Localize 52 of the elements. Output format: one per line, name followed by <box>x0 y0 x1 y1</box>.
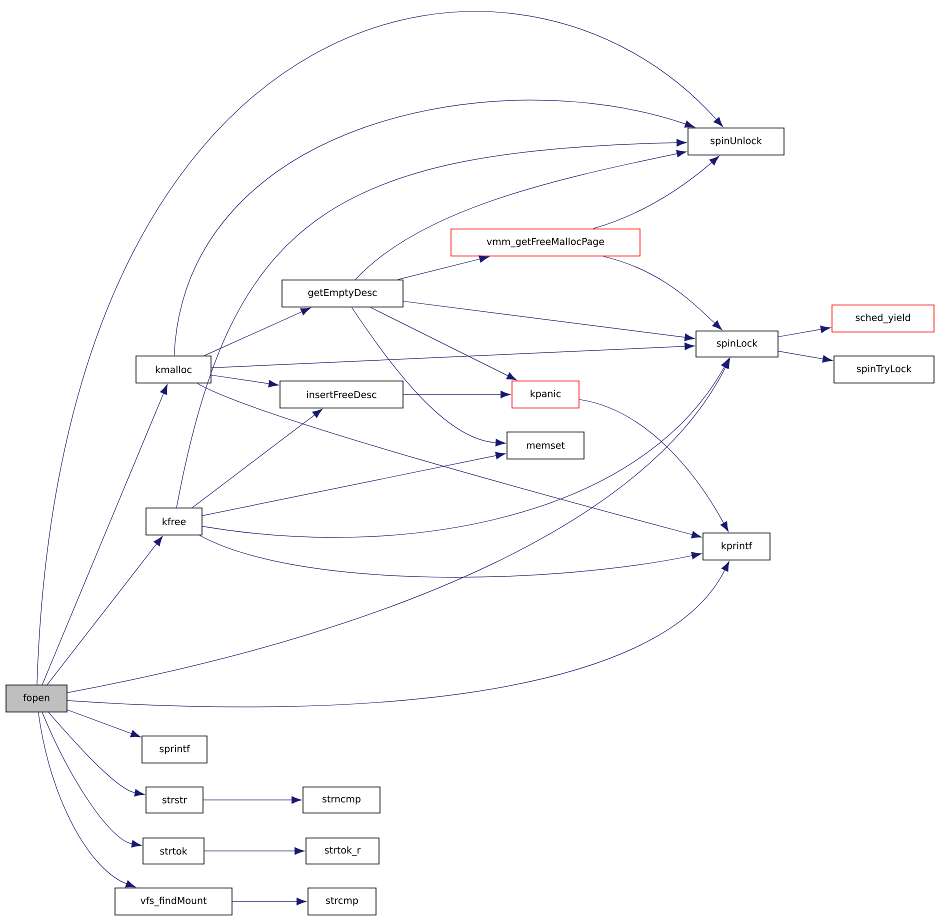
arrow <box>67 710 141 738</box>
arrow <box>42 384 168 685</box>
arrow <box>197 383 702 538</box>
arrow <box>403 300 695 342</box>
function-box: spinUnlock <box>688 128 784 156</box>
arrow <box>199 535 702 578</box>
function-box: strtok <box>142 838 204 864</box>
function-box: kfree <box>146 508 202 536</box>
function-box: sprintf <box>142 736 208 764</box>
arrow <box>67 561 730 707</box>
arrow <box>403 390 511 398</box>
function-box: vmm_getFreeMallocPage <box>450 228 640 256</box>
arrow <box>592 156 720 229</box>
arrow <box>203 796 302 804</box>
arrow <box>202 358 730 538</box>
arrow <box>42 712 142 848</box>
arrow <box>211 374 279 388</box>
arrow <box>355 150 687 280</box>
arrow <box>211 342 695 368</box>
function-box: strstr <box>146 786 204 814</box>
arrow <box>67 358 730 693</box>
function-box: kprintf <box>702 532 770 560</box>
arrow <box>778 350 833 363</box>
function-box: insertFreeDesc <box>280 380 404 408</box>
function-box: kpanic <box>512 380 580 408</box>
arrow <box>202 452 506 516</box>
arrow <box>351 307 506 446</box>
arrow <box>204 308 311 356</box>
arrow <box>232 898 307 906</box>
function-box: vfs_findMount <box>114 888 232 916</box>
function-box: sched_yield <box>832 304 934 332</box>
function-box: getEmptyDesc <box>282 280 404 308</box>
arrow <box>778 326 831 338</box>
function-box: spinTryLock <box>834 356 934 384</box>
function-box: kmalloc <box>136 356 212 384</box>
arrow <box>370 307 517 380</box>
arrow <box>174 100 695 356</box>
function-box: strncmp <box>302 786 380 814</box>
function-box: spinLock <box>696 330 778 358</box>
function-box: memset <box>506 432 584 460</box>
arrow <box>176 138 687 508</box>
arrow <box>38 712 136 888</box>
arrow <box>192 408 322 508</box>
arrow <box>48 712 145 796</box>
arrow <box>398 255 490 280</box>
arrow <box>603 256 722 330</box>
function-box: strtok_r <box>306 838 380 864</box>
function-box: strcmp <box>308 888 376 916</box>
arrow <box>204 847 305 855</box>
arrow <box>579 399 729 532</box>
function-box: fopen <box>6 684 68 712</box>
arrow <box>46 536 163 685</box>
